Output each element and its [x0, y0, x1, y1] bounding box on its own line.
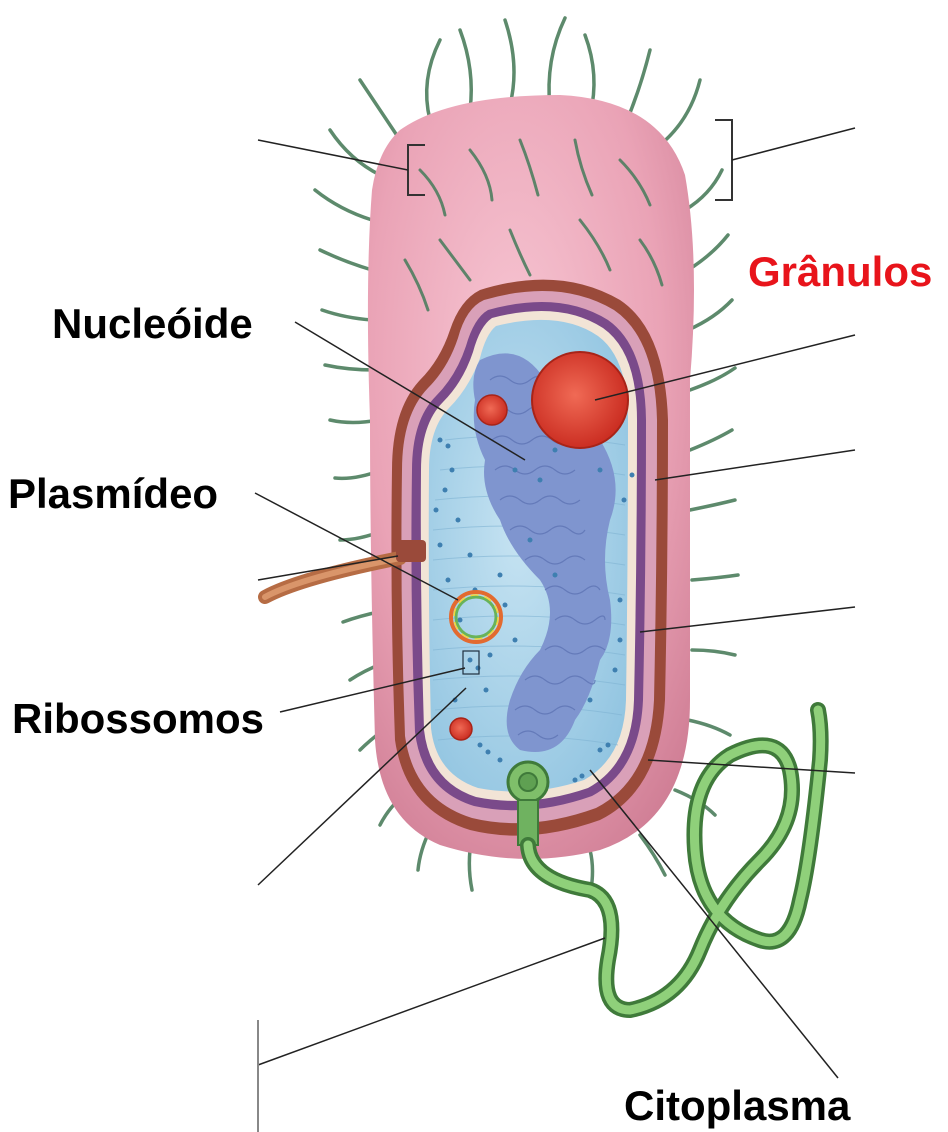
label-granules: Grânulos: [748, 248, 932, 295]
label-nucleoid: Nucleóide: [52, 300, 253, 347]
label-plasmid: Plasmídeo: [8, 470, 218, 517]
granule-small-top: [477, 395, 507, 425]
label-cytoplasm: Citoplasma: [624, 1082, 851, 1129]
granule-small-bottom: [450, 718, 472, 740]
bracket-right: [715, 120, 732, 200]
granule-large: [532, 352, 628, 448]
leader-capsule-right: [732, 128, 855, 160]
leader-flagellum: [258, 938, 605, 1065]
label-ribosomes: Ribossomos: [12, 695, 264, 742]
